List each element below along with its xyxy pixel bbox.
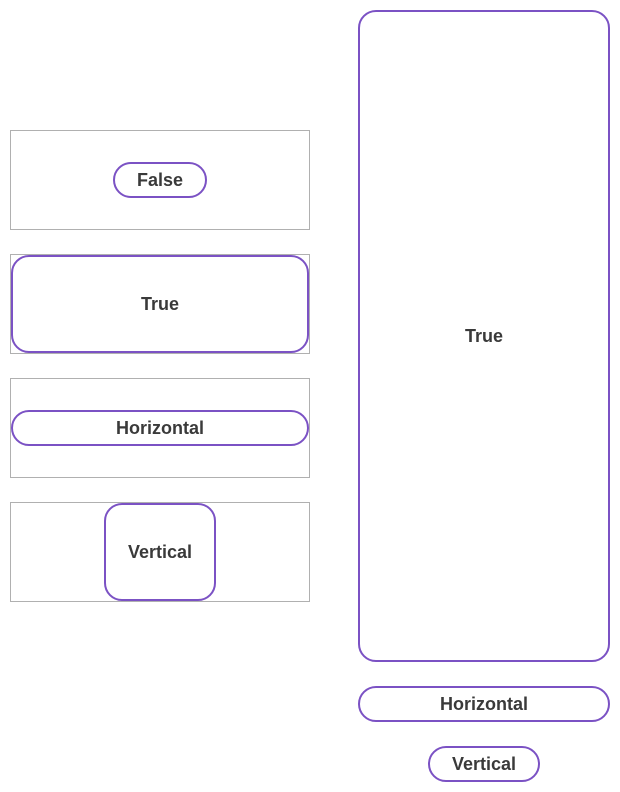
vertical-button[interactable]: Vertical [104,503,216,601]
frame-false: False [10,130,310,230]
true-expanded-button[interactable]: True [358,10,610,662]
frame-true: True [10,254,310,354]
frame-vertical: Vertical [10,502,310,602]
horizontal-button[interactable]: Horizontal [11,410,309,446]
horizontal-expanded-button[interactable]: Horizontal [358,686,610,722]
frame-horizontal: Horizontal [10,378,310,478]
false-button[interactable]: False [113,162,207,198]
true-button[interactable]: True [11,255,309,353]
vertical-expanded-button[interactable]: Vertical [428,746,540,782]
